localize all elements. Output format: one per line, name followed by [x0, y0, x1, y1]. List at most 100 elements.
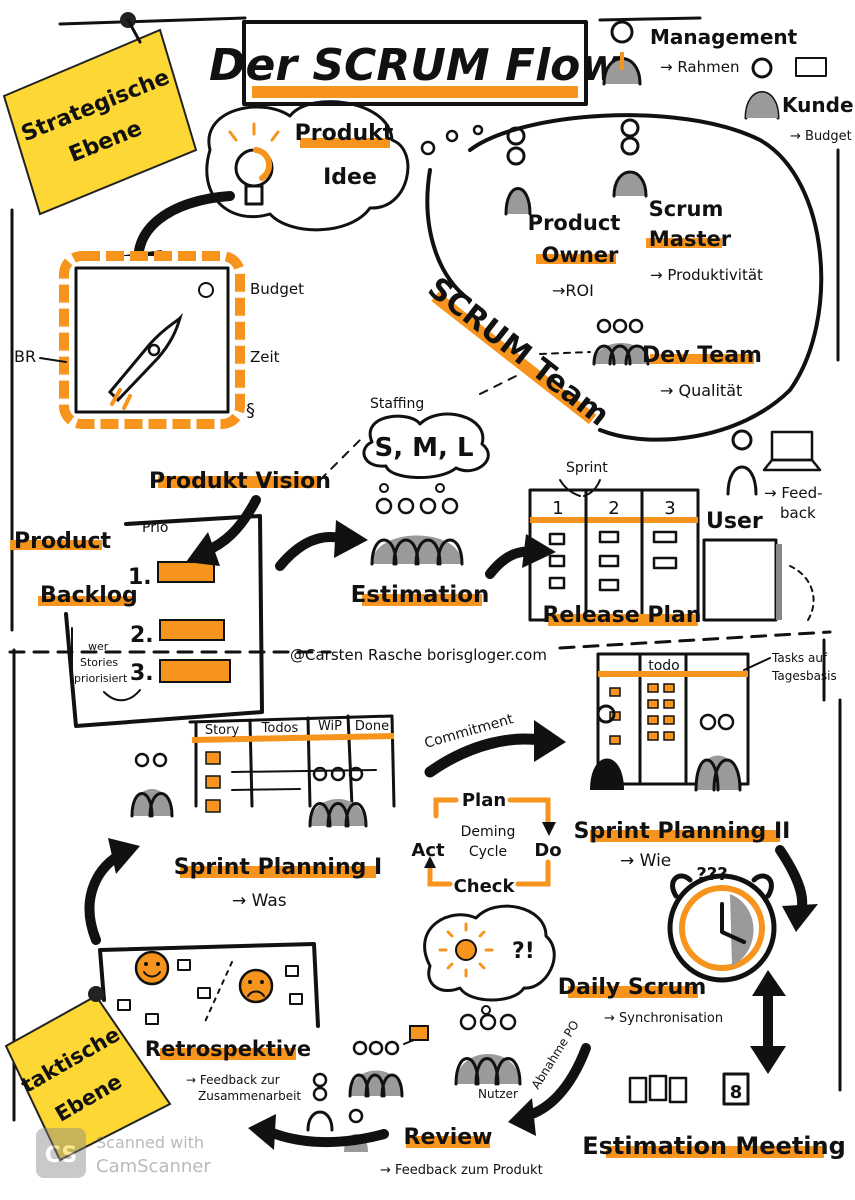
task-board: todo Tasks auf Tagesbasis: [590, 651, 837, 792]
taskboard-people-icon: [590, 704, 742, 792]
sprint-board-people-right-icon: [308, 766, 368, 828]
gift-icon: [403, 1025, 429, 1045]
management-label: Management: [650, 25, 798, 49]
arrow-retro-to-planning: [84, 851, 123, 945]
product-owner-label-1: Product: [528, 211, 621, 235]
arrow-backlog-to-estimation: [275, 532, 345, 571]
backlog-label-1: Product: [14, 529, 112, 554]
thought-bubble: ?! Nutzer: [423, 904, 556, 1101]
dev-team-people-icon: [592, 318, 650, 366]
level-divider: [8, 630, 832, 654]
sprint-planning-2-label: Sprint Planning II: [574, 819, 791, 844]
estimation-meeting-label: Estimation Meeting: [582, 1132, 846, 1160]
deming-act: Act: [411, 840, 445, 861]
sad-face-icon: [238, 968, 274, 1004]
vision-money-label: §: [246, 400, 255, 421]
card-deck-icon: 8: [628, 1072, 750, 1106]
estimation-label: Estimation: [351, 582, 490, 608]
watermark-line2: CamScanner: [96, 1156, 211, 1177]
user-person-icon: [726, 429, 758, 496]
retrospective-label: Retrospektive: [145, 1037, 311, 1061]
product-owner-person-icon: [504, 126, 532, 216]
backlog-item-2-num: 2.: [130, 623, 154, 648]
sticky-tactical: taktische Ebene: [4, 986, 172, 1162]
estimation-card-value: 8: [730, 1082, 743, 1103]
watermark-logo: CS: [45, 1143, 77, 1168]
product-backlog: Product Backlog Prio 1. 2. 3. wer Storie…: [10, 514, 264, 728]
sprint-board-people-left-icon: [130, 752, 174, 818]
sprint-board: Story Todos WiP Done: [130, 714, 396, 828]
backlog-item-2: [159, 619, 225, 641]
review-label: Review: [404, 1125, 493, 1150]
deming-cycle: Plan Do Check Act Deming Cycle: [411, 790, 561, 897]
commitment-arrow: [424, 733, 546, 778]
estimation-section: Staffing S, M, L Estimation: [351, 396, 490, 608]
daily-scrum-label: Daily Scrum: [558, 975, 707, 1000]
release-col-3: 3: [664, 498, 675, 519]
manager-person-icon: [602, 20, 642, 86]
taskboard-todo: todo: [648, 658, 680, 674]
user-section: User → Feed- back: [702, 429, 823, 622]
camscanner-watermark: CS Scanned with CamScanner: [36, 1128, 211, 1178]
sticky-strategic: Strategische Ebene: [2, 12, 198, 216]
customer-label: Kunde: [782, 93, 854, 117]
backlog-note-1: wer: [88, 640, 109, 653]
taskboard-note-1: Tasks auf: [771, 651, 828, 665]
deming-check: Check: [454, 876, 516, 897]
vision-budget-label: Budget: [250, 280, 304, 298]
user-feedback-2: back: [780, 504, 816, 522]
page-title: Der SCRUM Flow: [209, 40, 621, 91]
board-col-wip: WiP: [318, 719, 342, 734]
retrospective-sub-2: Zusammenarbeit: [198, 1089, 301, 1103]
dev-team-label: Dev Team: [642, 343, 762, 368]
arrow-review-to-retro: [265, 1127, 389, 1148]
board-col-story: Story: [205, 723, 240, 738]
product-idea: Produkt Idee: [205, 100, 484, 232]
page-frame: [10, 16, 842, 1122]
board-col-done: Done: [355, 719, 389, 734]
scrum-master-label-1: Scrum: [649, 197, 724, 221]
deming-center-1: Deming: [461, 824, 516, 840]
product-vision-label: Produkt Vision: [149, 469, 331, 494]
rocket-icon: [107, 312, 184, 410]
backlog-note-2: Stories: [80, 656, 118, 669]
sprint-planning-1-label: Sprint Planning I: [174, 855, 382, 880]
review-sub: → Feedback zum Produkt: [380, 1163, 543, 1178]
product-idea-line1: Produkt: [295, 121, 394, 146]
staffing-label: Staffing: [370, 396, 424, 412]
credits: @Carsten Rasche borisgloger.com: [290, 646, 547, 664]
sun-icon: [438, 922, 494, 978]
stakeholder-people-icon: [348, 1040, 404, 1098]
backlog-item-3: [159, 659, 231, 683]
product-owner-sub: →ROI: [552, 281, 594, 300]
laptop-icon: [762, 430, 822, 472]
product-idea-line2: Idee: [323, 165, 377, 190]
user-label: User: [706, 509, 763, 534]
backlog-item-3-num: 3.: [130, 661, 154, 686]
management-section: Management → Rahmen Kunde → Budget: [602, 20, 854, 144]
retrospective-board: [98, 942, 320, 1028]
dev-team-sub: → Qualität: [660, 381, 742, 400]
scrum-team-section: Product Owner →ROI Scrum Master → Produk…: [421, 113, 824, 442]
sprint-planning-1-sub: → Was: [232, 891, 287, 911]
product-owner-label-2: Owner: [542, 243, 619, 267]
happy-face-icon: [134, 950, 170, 986]
board-col-todos: Todos: [261, 721, 299, 736]
scrum-master-person-icon: [612, 118, 648, 198]
estimation-people-icon: [370, 497, 464, 566]
release-plan: Sprint 1 2 3 Release Plan: [528, 460, 702, 628]
customer-sub: → Budget: [790, 129, 852, 144]
thought-marks: ?!: [512, 939, 535, 964]
watermark-line1: Scanned with: [96, 1133, 204, 1152]
scrum-master-sub: → Produktivität: [650, 266, 763, 284]
customer-person-icon: [744, 57, 827, 120]
sprint-planning-2-sub: → Wie: [620, 851, 671, 871]
sprint-label: Sprint: [566, 460, 608, 476]
release-col-2: 2: [608, 498, 619, 519]
taskboard-note-2: Tagesbasis: [771, 669, 837, 683]
deming-center-2: Cycle: [469, 844, 507, 860]
deming-do: Do: [534, 840, 561, 861]
title-box: Der SCRUM Flow: [209, 20, 621, 106]
scrum-master-label-2: Master: [649, 227, 732, 251]
